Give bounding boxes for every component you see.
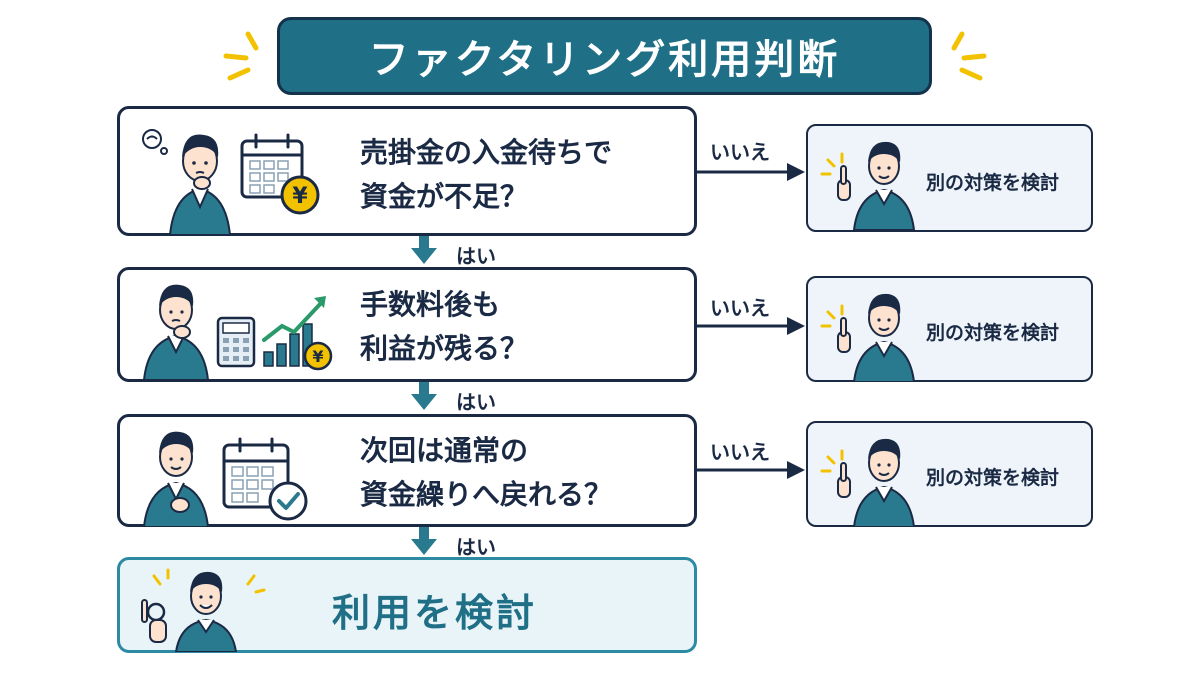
svg-text:¥: ¥ (312, 347, 323, 366)
yes-label-1: はい (456, 244, 496, 268)
no-arrow-2 (697, 317, 805, 335)
yes-arrow-1 (411, 236, 437, 264)
no-label-1: いいえ (710, 140, 770, 164)
sparkle-right-icon (951, 31, 987, 81)
no-action-3: 別の対策を検討 (926, 467, 1060, 489)
question-box-3: 次回は通常の 資金繰りへ戻れる？ (117, 414, 697, 527)
ok-sign-person-icon (141, 568, 266, 652)
question-2-line-2: 利益が残る？ (360, 332, 529, 365)
yes-arrow-2 (411, 382, 437, 410)
sparkle-left-icon (223, 31, 259, 81)
no-box-1: 別の対策を検討 (806, 124, 1093, 232)
no-arrow-3 (697, 461, 805, 479)
thinking-person-icon (142, 129, 232, 235)
question-box-1: ¥ 売掛金の入金待ちで 資金が不足？ (117, 106, 697, 236)
svg-text:¥: ¥ (292, 184, 308, 209)
pointing-person-icon (820, 438, 916, 527)
thinking-person-icon (142, 284, 210, 380)
no-label-3: いいえ (710, 440, 770, 464)
pointing-person-icon (820, 293, 916, 382)
no-box-2: 別の対策を検討 (806, 276, 1093, 382)
calculator-icon (216, 316, 256, 368)
thinking-person-icon (142, 431, 210, 527)
question-3-line-1: 次回は通常の (360, 434, 529, 467)
no-arrow-1 (697, 163, 805, 181)
growth-chart-yen-icon: ¥ (262, 296, 333, 371)
question-1-line-1: 売掛金の入金待ちで (360, 136, 613, 169)
result-box: 利用を検討 (117, 557, 697, 653)
no-action-1: 別の対策を検討 (926, 172, 1060, 194)
question-3-line-2: 資金繰りへ戻れる？ (360, 478, 613, 511)
yes-label-2: はい (456, 390, 496, 414)
calendar-yen-icon: ¥ (240, 133, 320, 215)
calendar-check-icon (222, 437, 308, 521)
yes-label-3: はい (456, 535, 496, 559)
question-2-line-1: 手数料後も (360, 288, 501, 321)
result-label: 利用を検討 (332, 591, 538, 635)
question-1-line-2: 資金が不足？ (360, 180, 529, 213)
pointing-person-icon (820, 141, 916, 230)
no-box-3: 別の対策を検討 (806, 421, 1093, 527)
no-label-2: いいえ (710, 296, 770, 320)
question-box-2: ¥ 手数料後も 利益が残る？ (117, 267, 697, 382)
page-title: ファクタリング利用判断 (277, 17, 932, 95)
yes-arrow-3 (411, 527, 437, 555)
no-action-2: 別の対策を検討 (926, 322, 1060, 344)
